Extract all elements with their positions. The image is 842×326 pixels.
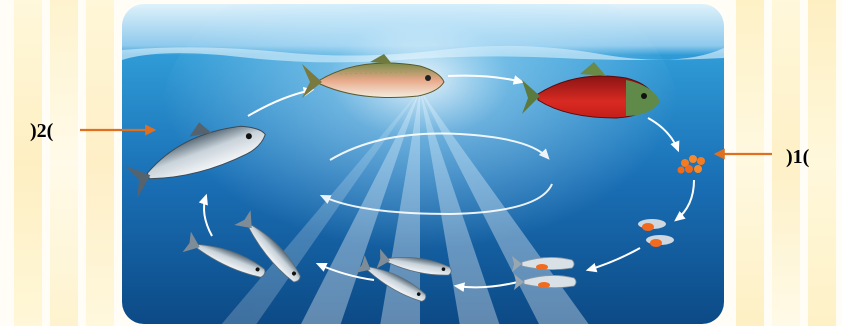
- marker-1-label: )1(: [786, 146, 809, 169]
- marker-2-label: )2(: [30, 120, 53, 143]
